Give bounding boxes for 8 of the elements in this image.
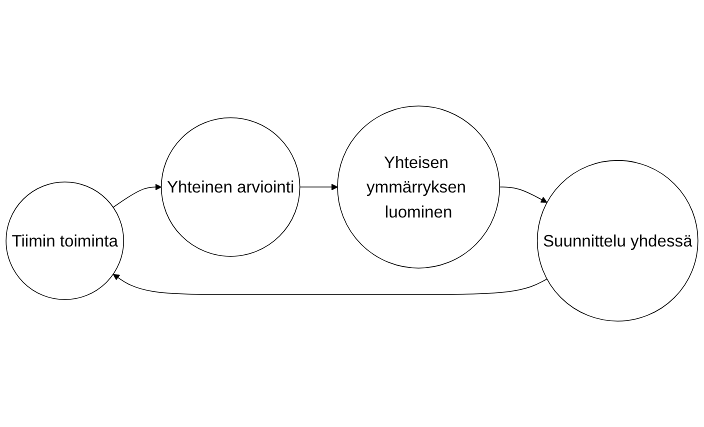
arrow	[112, 184, 162, 208]
node-circle: Yhteinen arviointi	[160, 117, 300, 257]
node-circle: Suunnittelu yhdessä	[536, 160, 698, 322]
node-circle: Tiimin toiminta	[6, 182, 124, 300]
arrow	[112, 274, 548, 295]
arrow	[299, 184, 338, 190]
arrow	[499, 186, 548, 203]
node-circle: Yhteisen ymmärryksen luominen	[337, 106, 500, 268]
